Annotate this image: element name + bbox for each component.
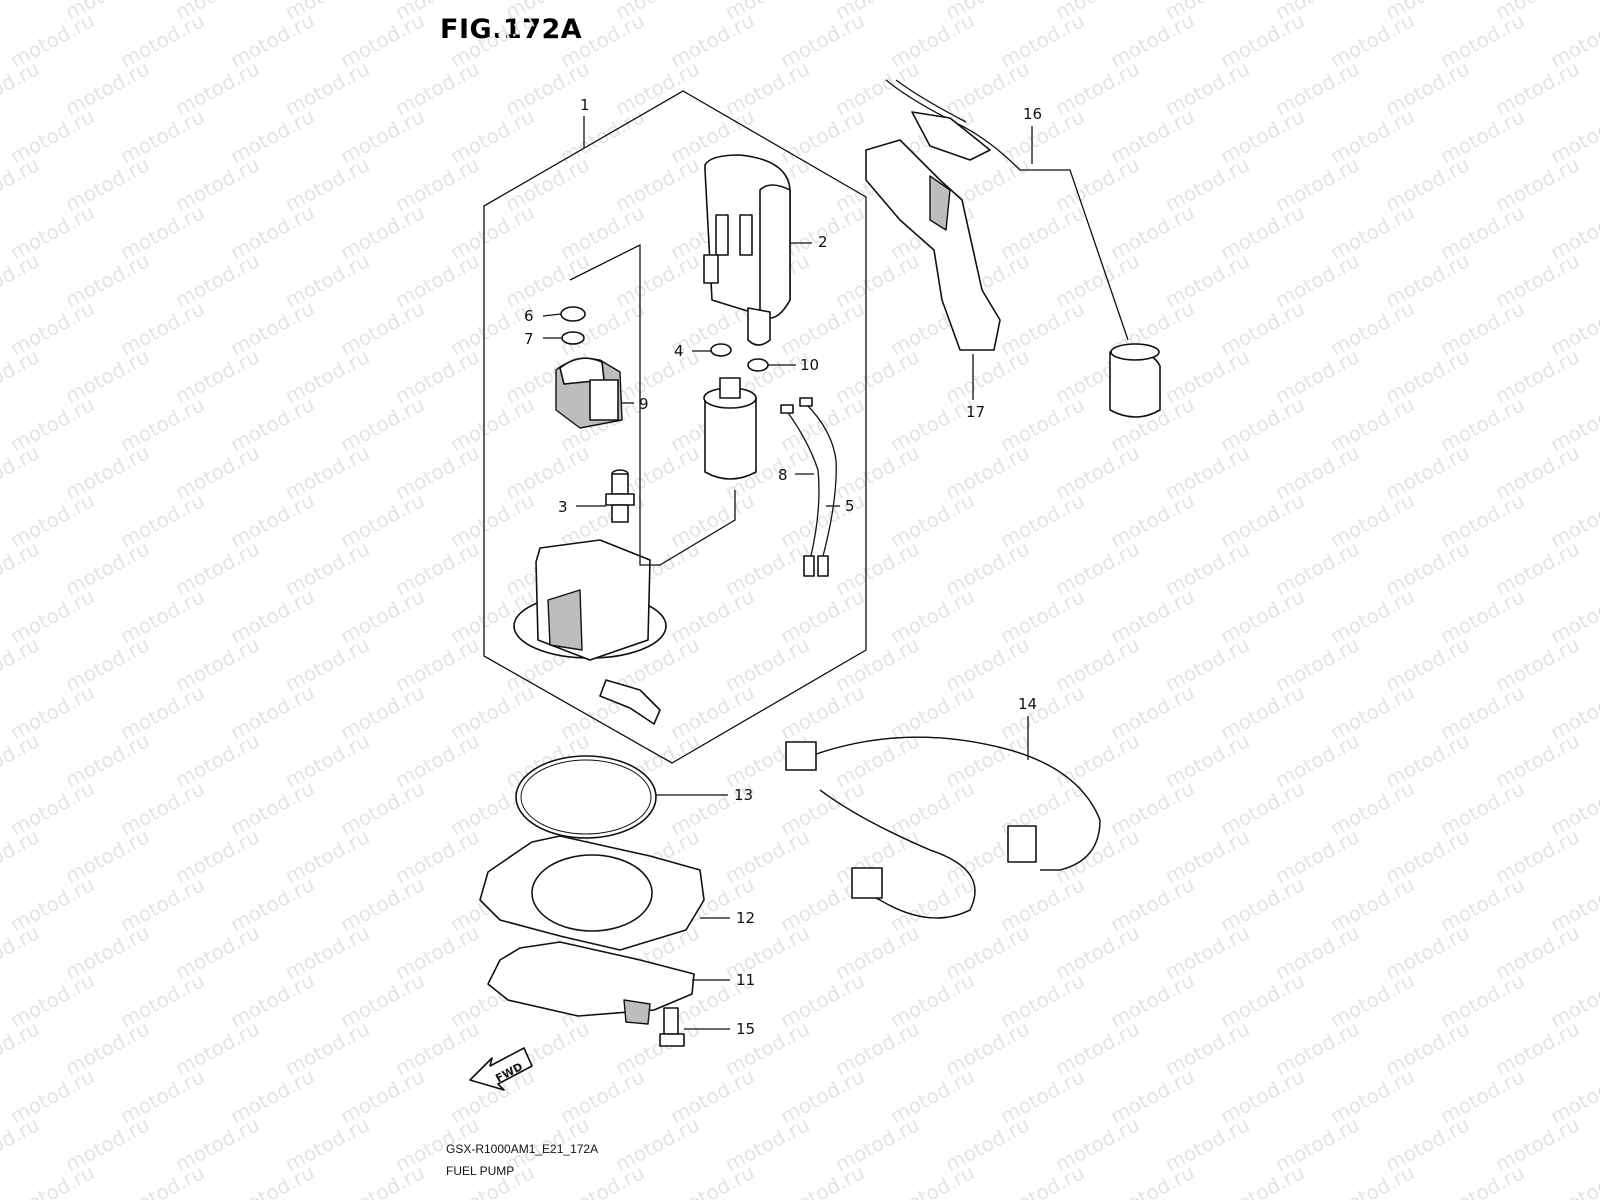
watermark-text: motod.ru — [0, 1112, 43, 1176]
watermark-text: motod.ru — [0, 824, 43, 888]
leader-lines — [542, 116, 1033, 1030]
callout-17: 17 — [966, 403, 985, 421]
watermark-text: motod.ru — [0, 248, 43, 312]
watermark-text: motod.ru — [1326, 1160, 1418, 1200]
assembly-inner-outline — [569, 243, 736, 566]
callout-3: 3 — [558, 498, 568, 516]
watermark-text: motod.ru — [0, 536, 43, 600]
watermark-text: motod.ru — [1546, 1160, 1600, 1200]
callout-7: 7 — [524, 330, 534, 348]
part-plate-11 — [487, 941, 695, 1025]
watermark-text: motod.ru — [0, 440, 43, 504]
watermark-text: motod.ru — [0, 0, 43, 24]
callout-10: 10 — [800, 356, 819, 374]
watermark-text: motod.ru — [0, 1016, 43, 1080]
assembly-outline — [483, 90, 867, 764]
part-fuel-hose — [785, 736, 1101, 919]
part-pump-cover — [555, 357, 623, 429]
watermark-text: motod.ru — [336, 1160, 428, 1200]
part-o-ring-6 — [560, 306, 586, 322]
watermark-text: motod.ru — [6, 1160, 98, 1200]
part-fuel-level-gauge — [885, 79, 1161, 418]
callout-5: 5 — [845, 497, 855, 515]
figure-name: FUEL PUMP — [446, 1164, 515, 1178]
callout-14: 14 — [1018, 695, 1037, 713]
part-pump-base — [513, 539, 667, 725]
part-bolt-15 — [659, 1007, 685, 1047]
watermark-text: motod.ru — [556, 1160, 648, 1200]
watermark-text: motod.ru — [226, 1160, 318, 1200]
callout-1: 1 — [580, 96, 590, 114]
watermark-text: motod.ru — [1216, 1160, 1308, 1200]
part-o-ring-7 — [561, 331, 585, 345]
watermark-text: motod.ru — [0, 56, 43, 120]
callout-16: 16 — [1023, 105, 1042, 123]
callout-6: 6 — [524, 307, 534, 325]
callout-13: 13 — [734, 786, 753, 804]
watermark-text: motod.ru — [1436, 1160, 1528, 1200]
watermark-text: motod.ru — [666, 1160, 758, 1200]
watermark-text: motod.ru — [0, 344, 43, 408]
callout-2: 2 — [818, 233, 828, 251]
part-pressure-regulator — [605, 469, 635, 523]
callout-15: 15 — [736, 1020, 755, 1038]
watermark-text: motod.ru — [0, 920, 43, 984]
watermark-text: motod.ru — [0, 728, 43, 792]
watermark-text: motod.ru — [996, 1160, 1088, 1200]
part-wire-leads — [780, 397, 837, 577]
part-plate-12 — [479, 835, 705, 951]
leader-line-6 — [542, 313, 562, 317]
part-o-ring-13 — [515, 755, 657, 839]
watermark-text: motod.ru — [886, 1160, 978, 1200]
watermark-text: motod.ru — [0, 632, 43, 696]
watermark-text: motod.ru — [776, 1160, 868, 1200]
callout-11: 11 — [736, 971, 755, 989]
watermark-text: motod.ru — [1106, 1160, 1198, 1200]
callout-8: 8 — [778, 466, 788, 484]
part-o-ring-10 — [747, 358, 769, 372]
part-pump-motor — [703, 377, 757, 480]
part-gauge-bracket — [865, 139, 1001, 351]
watermark-text: motod.ru — [0, 152, 43, 216]
figure-title: FIG.172A — [440, 14, 583, 45]
callout-12: 12 — [736, 909, 755, 927]
model-code: GSX-R1000AM1_E21_172A — [446, 1142, 599, 1156]
watermark-text: motod.ru — [116, 1160, 208, 1200]
part-fuel-filter — [703, 154, 791, 346]
callout-9: 9 — [639, 395, 649, 413]
part-o-ring-4 — [710, 343, 732, 357]
callout-4: 4 — [674, 342, 684, 360]
